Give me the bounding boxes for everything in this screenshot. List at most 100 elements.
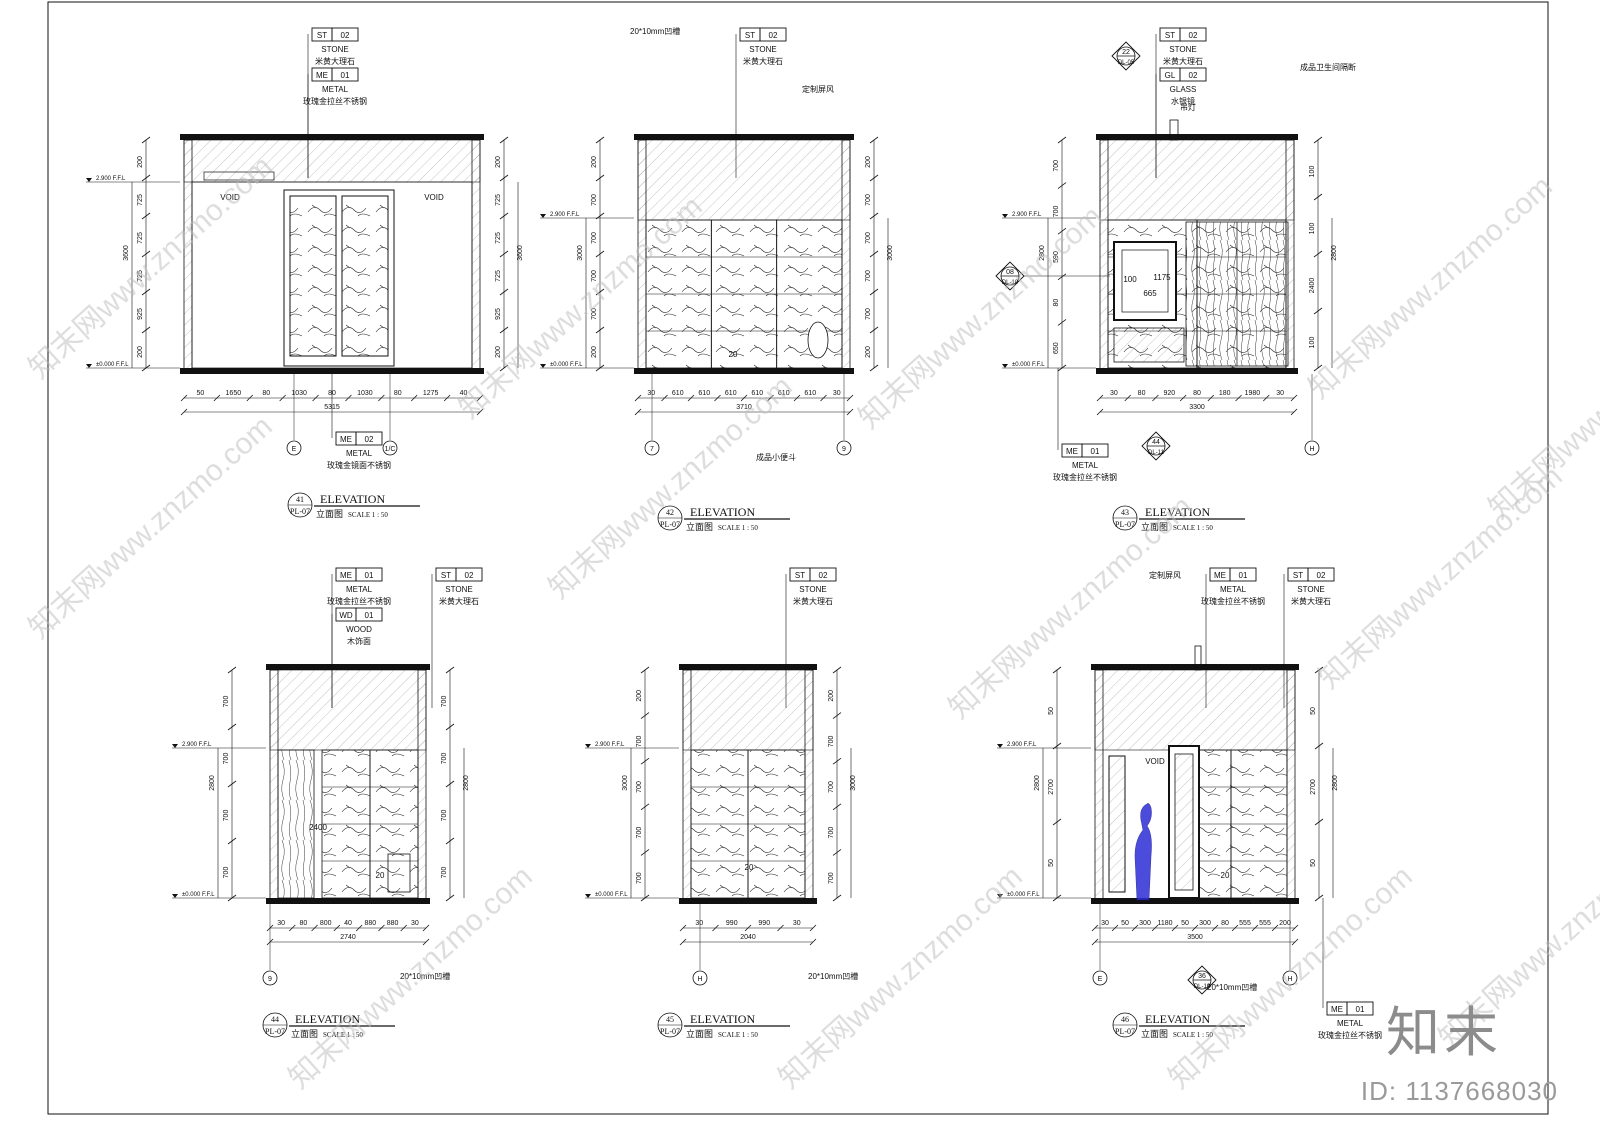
elevation-title-cn: 立面图 [686, 1028, 713, 1039]
grid-bubble [262, 970, 278, 986]
material-name-cn: 米黄大理石 [439, 596, 479, 606]
dimension-value: 700 [441, 696, 448, 708]
level-marker [540, 214, 546, 218]
elevation-title-cn: 立面图 [291, 1028, 318, 1039]
dimension-tick [499, 212, 509, 220]
material-tag-code: ST [441, 571, 451, 580]
scale-figure [1134, 803, 1152, 901]
dimension-value: 50 [1121, 920, 1129, 927]
ceiling-fixture [1194, 645, 1202, 671]
annotation-note: 定制屏风 [802, 84, 834, 94]
floor-slab [266, 898, 430, 904]
material-tag-number-box [355, 567, 383, 582]
dimension-tick [378, 924, 385, 932]
overall-height-dimension: 2800 [463, 775, 470, 791]
dimension-value: 700 [865, 308, 872, 320]
dimension-value: 200 [1279, 920, 1291, 927]
dimension-tick [820, 394, 827, 402]
dimension-tick [1314, 742, 1324, 750]
dimension-value: 80 [1053, 299, 1060, 307]
material-tag-code: ST [795, 571, 805, 580]
overall-height-dimension: 2800 [1331, 245, 1338, 261]
grid-label: 1/C [385, 446, 396, 453]
dimension-tick [846, 394, 854, 402]
dimension-value: 700 [591, 232, 598, 244]
material-tag-number-box [759, 27, 787, 42]
material-tag-number-box [809, 567, 837, 582]
dimension-tick [1124, 394, 1131, 402]
elevation-number: 41 [296, 495, 304, 504]
material-tag-number: 02 [465, 571, 474, 580]
dimension-tick [832, 849, 842, 856]
marble-door-leaf [289, 195, 337, 357]
elevation-42: 2.900 F.F.L±0.000 F.F.L20070070070070020… [540, 26, 894, 532]
grid-bubble [1282, 970, 1298, 986]
level-label: 2.900 F.F.L [550, 212, 580, 218]
mirror-frame [1113, 241, 1177, 321]
dimension-tick [1263, 394, 1270, 402]
dimension-tick [687, 394, 695, 402]
material-name: STONE [1297, 585, 1324, 594]
dimension-tick [679, 924, 687, 932]
dimension-tick [595, 364, 605, 372]
grid-label: 9 [842, 446, 846, 453]
dimension-value: 700 [441, 810, 448, 822]
watermark-text: 知末网www.znzmo.com [23, 410, 279, 645]
annotation-note: VOID [1145, 757, 1165, 766]
grid-label: H [1287, 976, 1292, 983]
dimension-value: 200 [636, 690, 643, 702]
dimension-tick [869, 364, 879, 372]
material-name: METAL [1220, 585, 1247, 594]
dimension-tick [869, 136, 879, 144]
material-name: METAL [322, 85, 349, 94]
dimension-tick [333, 924, 341, 932]
dimension-value: 700 [591, 270, 598, 282]
dimension-tick [476, 394, 484, 402]
dimension-value: 200 [591, 156, 598, 168]
material-name-cn: 玫瑰金拉丝不锈钢 [327, 596, 391, 606]
dimension-tick [141, 212, 151, 220]
dimension-tick [640, 894, 650, 902]
material-tag-code: ME [1066, 447, 1078, 456]
pendant-lamp [1169, 119, 1179, 141]
material-tag-code: ST [1165, 31, 1175, 40]
material-name: METAL [346, 449, 373, 458]
dimension-value: 725 [137, 232, 144, 244]
material-tag-number-box [455, 567, 483, 582]
dimension-tick [1313, 364, 1323, 372]
dimension-tick [246, 394, 254, 402]
dimension-tick [445, 723, 455, 731]
material-tag-number: 01 [1239, 571, 1248, 580]
material-tag-number: 01 [365, 611, 374, 620]
material-name-cn: 米黄大理石 [743, 56, 783, 66]
right-wall-section [417, 669, 427, 903]
dimension-value: 700 [636, 781, 643, 793]
dimension-value: 610 [778, 390, 790, 397]
grid-bubble [1304, 440, 1320, 456]
dimension-tick [832, 894, 842, 902]
dimension-tick [476, 408, 484, 416]
material-tag-code: ST [1293, 571, 1303, 580]
dimension-value: 700 [865, 270, 872, 282]
dimension-tick [345, 394, 352, 402]
grid-bubble [382, 440, 398, 456]
dimension-value: 200 [865, 156, 872, 168]
dimension-tick [1313, 193, 1323, 201]
elevation-title: ELEVATION [690, 505, 755, 519]
dimension-tick [640, 712, 650, 719]
level-marker [86, 364, 92, 368]
watermark-text: 知末网www.znzmo.com [23, 150, 279, 385]
level-label: ±0.000 F.F.L [1007, 892, 1040, 898]
dimension-tick [1191, 924, 1199, 932]
annotation-note: 665 [1143, 289, 1157, 298]
dimension-tick [445, 780, 455, 788]
decorative-door-frame [283, 189, 395, 367]
elevation-43: 2.900 F.F.L±0.000 F.F.L70070059080650280… [995, 27, 1356, 532]
overall-height-dimension: 3000 [850, 775, 857, 791]
dimension-value: 650 [1053, 342, 1060, 354]
material-tag-code: ME [1331, 1005, 1343, 1014]
